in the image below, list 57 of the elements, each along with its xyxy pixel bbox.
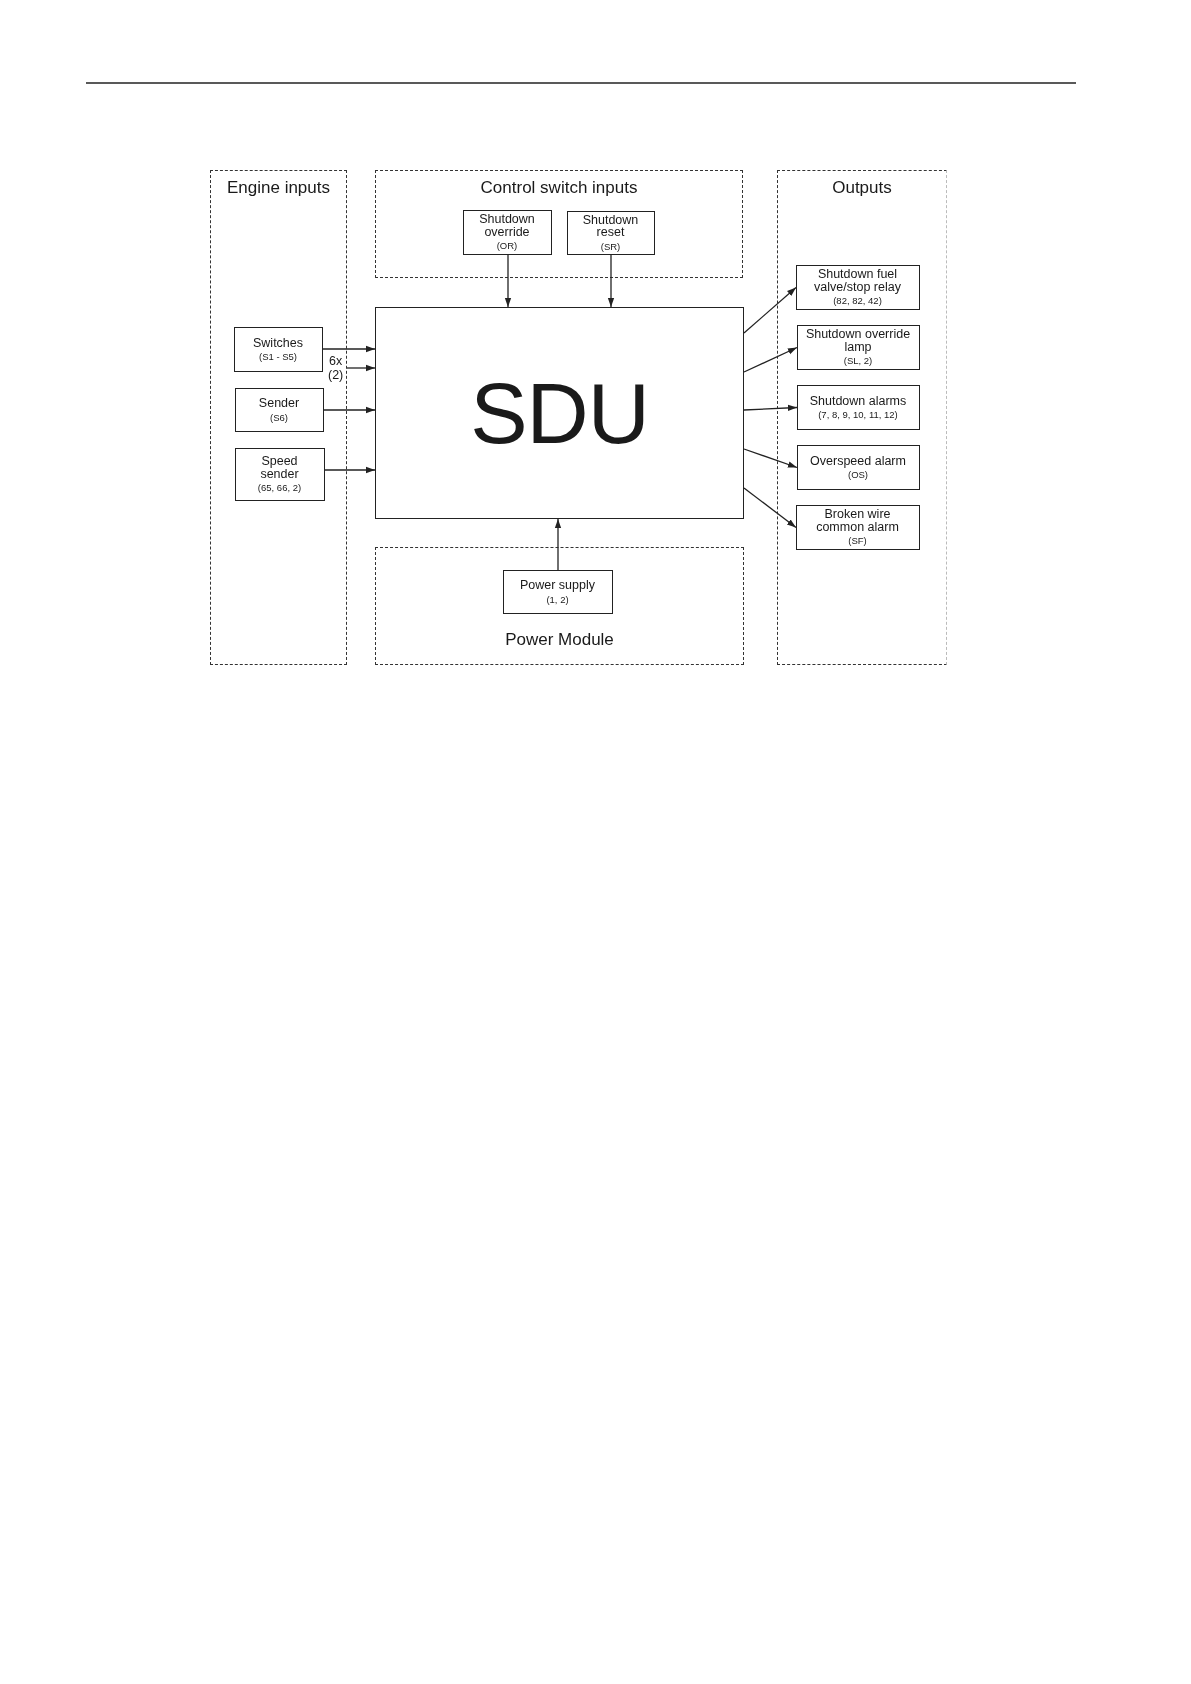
multiplicity-label: (2) <box>328 369 344 383</box>
arrow <box>322 345 376 353</box>
terminal-numbers: (82, 82, 42) <box>833 296 882 306</box>
dashed-group-frame <box>777 170 947 665</box>
block-title: Shutdown override lamp <box>804 328 912 354</box>
arrow <box>743 346 798 373</box>
block-box <box>234 387 324 432</box>
group-heading: Engine inputs <box>227 178 330 198</box>
block-box <box>233 326 323 372</box>
terminal-numbers: (S1 - S5) <box>259 352 297 362</box>
group-heading: Outputs <box>832 178 892 198</box>
block-box <box>796 324 920 370</box>
block-box <box>795 264 920 310</box>
block-title: Speed sender <box>259 455 300 481</box>
block-title: Sender <box>258 397 300 410</box>
group-heading: Power Module <box>505 630 614 650</box>
arrow <box>504 254 512 308</box>
arrow <box>323 406 376 414</box>
unit-name: SDU <box>470 363 649 463</box>
arrow <box>743 286 797 334</box>
block-title: Shutdown alarms <box>809 394 907 407</box>
block-title: Power supply <box>519 579 595 592</box>
terminal-numbers: (S6) <box>270 412 288 422</box>
block-title: Switches <box>253 336 303 349</box>
block-title: Shutdown override <box>478 213 536 239</box>
multiplicity-label: 6x <box>329 355 343 369</box>
block-box <box>795 504 920 550</box>
block-title: Shutdown reset <box>581 213 640 239</box>
group-heading: Control switch inputs <box>480 178 638 198</box>
dashed-group-frame <box>375 170 743 278</box>
block-box <box>796 444 920 490</box>
dashed-group-frame <box>210 170 347 665</box>
terminal-numbers: (OS) <box>847 470 869 480</box>
main-unit-box <box>375 307 744 519</box>
terminal-numbers: (SR) <box>600 241 621 252</box>
arrow <box>743 404 798 412</box>
terminal-numbers: (OR) <box>496 241 518 251</box>
arrow <box>324 466 376 474</box>
block-box <box>566 210 655 255</box>
block-title: Overspeed alarm <box>810 454 906 467</box>
block-box <box>462 209 552 255</box>
block-title: Broken wire common alarm <box>815 508 900 534</box>
terminal-numbers: (65, 66, 2) <box>257 483 302 493</box>
dashed-group-frame <box>375 547 744 665</box>
terminal-numbers: (1, 2) <box>546 594 569 604</box>
terminal-numbers: (SF) <box>848 536 867 546</box>
arrow <box>554 518 562 571</box>
arrow <box>743 448 798 469</box>
arrow <box>743 487 797 529</box>
terminal-numbers: (SL, 2) <box>843 356 873 366</box>
block-box <box>234 447 325 501</box>
arrow <box>607 254 615 308</box>
block-box <box>796 384 920 430</box>
arrow <box>346 364 376 372</box>
block-title: Shutdown fuel valve/stop relay <box>813 268 902 294</box>
terminal-numbers: (7, 8, 9, 10, 11, 12) <box>818 410 898 420</box>
block-box <box>502 569 613 614</box>
